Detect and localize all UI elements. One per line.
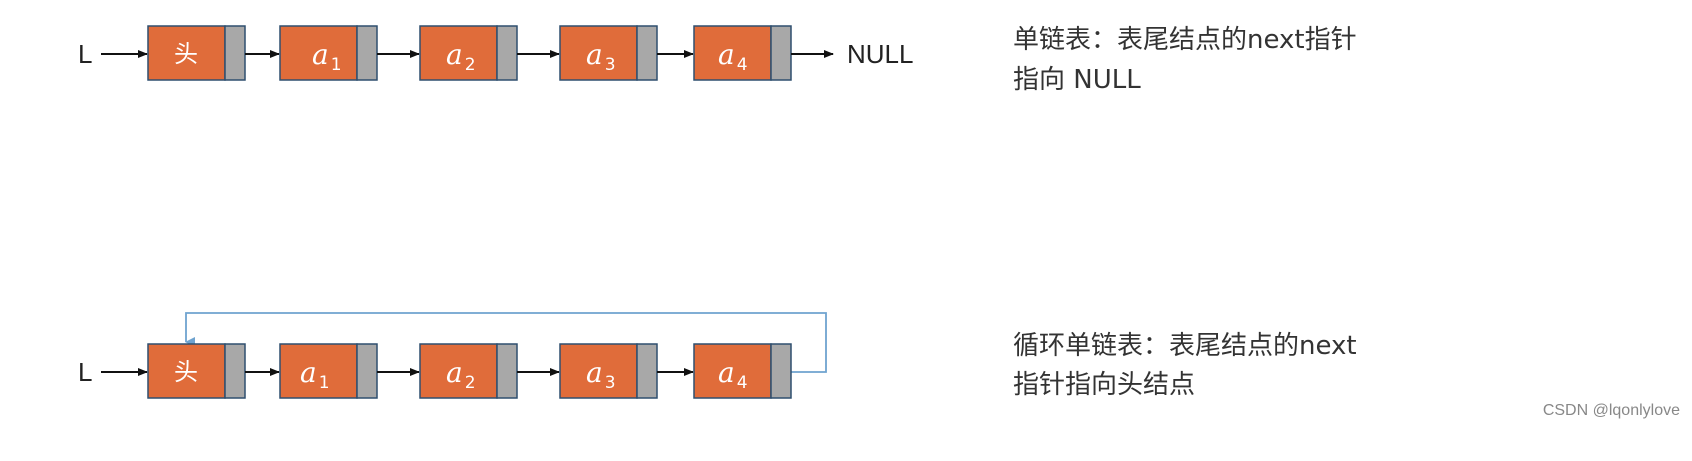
circular-head-pointer-cell (224, 343, 246, 399)
circular-head-label: 头 (174, 358, 198, 386)
singly-head-node: 头 (147, 25, 246, 81)
circular-node-a4-var: a (718, 356, 735, 389)
circular-start-label: L (78, 357, 92, 387)
circular-node-a1-sub: 1 (319, 373, 330, 393)
circular-node-a1-var: a (300, 356, 317, 389)
singly-node-a2-var: a (446, 38, 463, 71)
circular-node-a3-sub: 3 (605, 373, 616, 393)
singly-node-a1-sub: 1 (331, 55, 342, 75)
circular-node-a3-var: a (586, 356, 603, 389)
circular-caption-line-1: 循环单链表：表尾结点的next (1013, 331, 1357, 361)
watermark-text: CSDN @lqonlylove (1543, 402, 1680, 419)
circular-node-a4-sub: 4 (737, 373, 748, 393)
singly-caption-line-1: 单链表：表尾结点的next指针 (1013, 25, 1357, 55)
singly-node-a4-sub: 4 (737, 55, 748, 75)
circular-node-a2-var: a (446, 356, 463, 389)
circular-head-data-cell (147, 343, 226, 399)
singly-node-a3-var: a (586, 38, 603, 71)
singly-start-label: L (78, 39, 92, 69)
singly-head-label: 头 (174, 40, 198, 68)
circular-loop-back-arrow (185, 312, 827, 373)
circular-caption-line-2: 指针指向头结点 (1013, 370, 1195, 400)
singly-caption-line-2: 指向 NULL (1013, 65, 1141, 95)
singly-node-a3-sub: 3 (605, 55, 616, 75)
singly-node-a1-var: a (312, 38, 329, 71)
circular-node-a2-sub: 2 (465, 373, 476, 393)
singly-node-a2-sub: 2 (465, 55, 476, 75)
singly-null-label: NULL (847, 39, 913, 69)
singly-node-a4-var: a (718, 38, 735, 71)
circular-head-node: 头 (147, 343, 246, 399)
singly-head-pointer-cell (224, 25, 246, 81)
